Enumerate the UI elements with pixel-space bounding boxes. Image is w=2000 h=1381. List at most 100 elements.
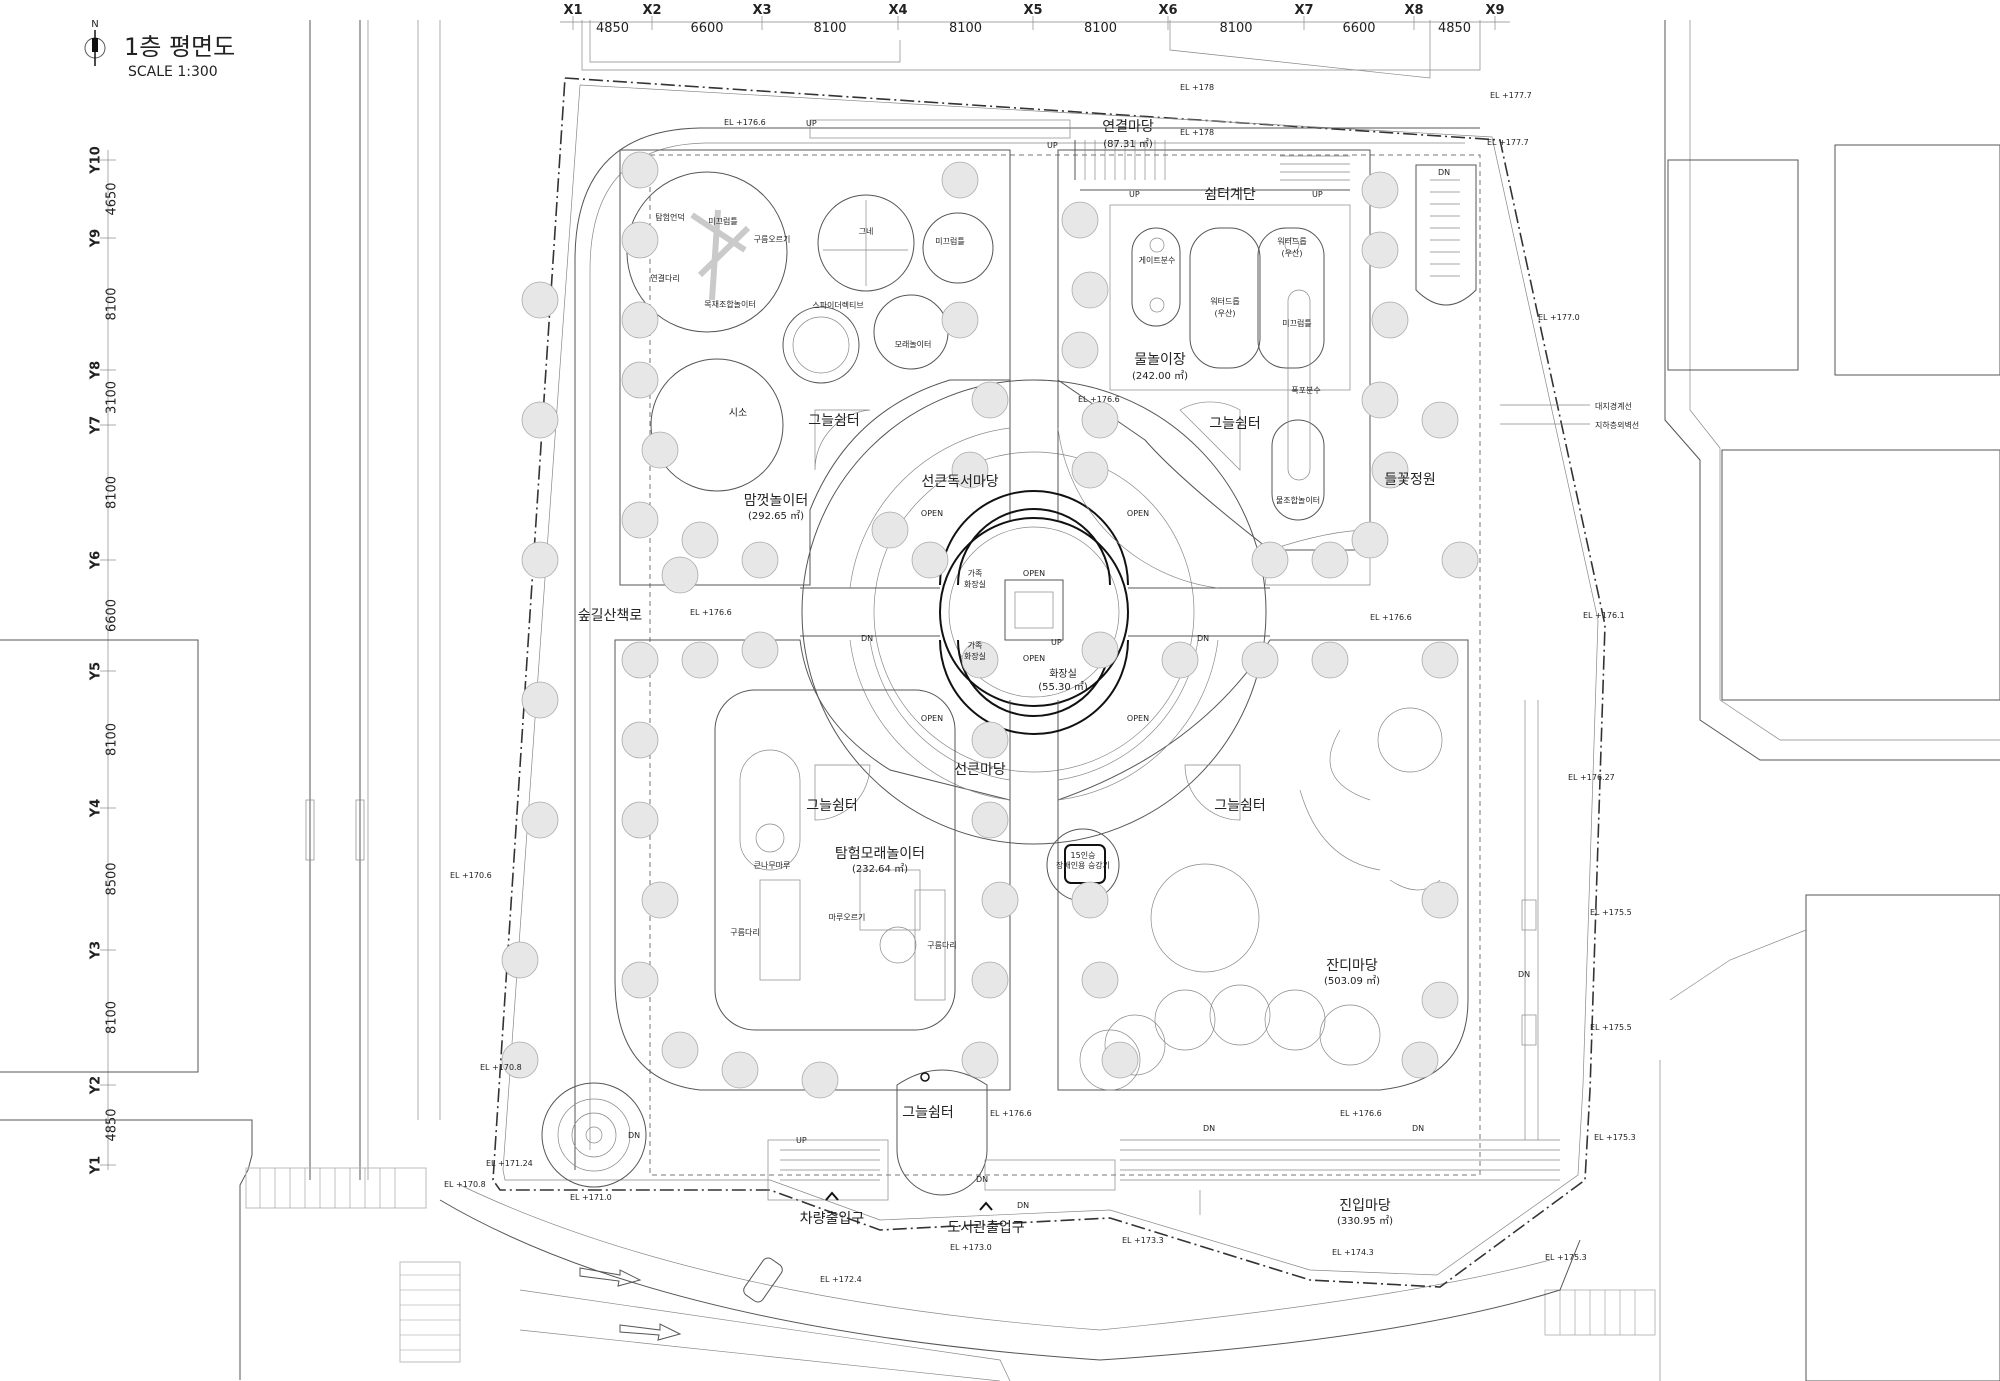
axis-x-label: X9: [1485, 3, 1504, 18]
tree-icon: [521, 281, 559, 319]
label-seesaw: 시소: [729, 407, 747, 419]
axis-y-label: Y10: [89, 146, 104, 175]
axis-x-dimension: 8100: [1219, 21, 1252, 36]
label-open-2: OPEN: [1127, 509, 1149, 518]
label-elevator: 15인승: [1071, 850, 1096, 860]
label-family-wc-1: 가족: [968, 569, 983, 578]
bottom-shelter: [896, 1069, 988, 1196]
elevation-tag: EL +175.3: [1545, 1253, 1587, 1262]
mark-up-3: UP: [1129, 190, 1140, 199]
entry-arrow-icon-2: [979, 1201, 993, 1211]
tree-icon: [681, 521, 719, 559]
label-cloud-bridge-2: 구름다리: [927, 941, 956, 950]
right-stair: [1415, 164, 1477, 306]
tree-icon: [521, 401, 559, 439]
axis-x-label: X3: [752, 3, 771, 18]
park-layout: [541, 119, 1560, 1215]
tree-icon: [1251, 541, 1289, 579]
label-slide-2: 미끄럼틀: [708, 217, 737, 226]
label-family-wc-2: 가족: [968, 641, 983, 650]
label-cloud-bridge-1: 구름다리: [730, 928, 759, 937]
mark-dn-4: DN: [628, 1131, 640, 1140]
elevation-tag: EL +175.5: [1590, 908, 1632, 917]
right-ramp: [1521, 700, 1539, 1140]
elevation-tag: EL +171.0: [570, 1193, 612, 1202]
label-connect-yard: 연결마당: [1102, 119, 1154, 135]
label-waterfall: 폭포분수: [1291, 386, 1320, 395]
label-barefoot-area: (292.65 ㎡): [748, 510, 804, 522]
mark-dn-7: DN: [1203, 1124, 1215, 1133]
label-site-line: 대지경계선: [1595, 401, 1632, 411]
elevation-tag: EL +178: [1180, 128, 1214, 137]
tree-icon: [741, 541, 779, 579]
elevation-tag: EL +176.6: [1370, 613, 1412, 622]
elevation-tag: EL +171.24: [486, 1159, 533, 1168]
water-play-area: [1109, 204, 1351, 521]
mark-dn-8: DN: [1412, 1124, 1424, 1133]
label-water-play-area: (242.00 ㎡): [1132, 370, 1188, 382]
tree-icon: [801, 1061, 839, 1099]
axis-x-label: X5: [1023, 3, 1042, 18]
axis-y-label: Y2: [89, 1076, 104, 1095]
label-lawn-area: (503.09 ㎡): [1324, 975, 1380, 987]
tree-icon: [521, 541, 559, 579]
tree-icon: [1071, 271, 1109, 309]
label-adventure-hill: 탐험언덕: [655, 212, 684, 222]
axis-x-label: X1: [563, 3, 582, 18]
label-wood-combo: 목재조합놀이터: [704, 299, 756, 309]
axis-y-dimension: 8100: [105, 723, 120, 756]
elevation-tag: EL +178: [1180, 83, 1214, 92]
axis-x-dimension: 8100: [1084, 21, 1117, 36]
legend-leaders: [1500, 404, 1590, 425]
elevation-tag: EL +176.6: [990, 1109, 1032, 1118]
tree-icon: [1071, 881, 1109, 919]
elevation-tag: EL +175.3: [1594, 1133, 1636, 1142]
axis-y-label: Y1: [89, 1156, 104, 1175]
label-water-play: 물놀이장: [1134, 352, 1186, 368]
context-buildings: [0, 20, 2000, 1381]
tree-icon: [871, 511, 909, 549]
tree-icon: [1361, 171, 1399, 209]
label-maru-climb: 마루오르기: [829, 913, 866, 922]
axis-x-label: X4: [888, 3, 907, 18]
tree-icon: [1401, 1041, 1439, 1079]
tree-icon: [1311, 641, 1349, 679]
sunken-stairs: [849, 427, 1219, 801]
label-shade-5: 그늘쉼터: [902, 1105, 954, 1121]
axis-y-label: Y5: [89, 662, 104, 681]
drawing-scale: SCALE 1:300: [128, 64, 218, 80]
label-sunken-yard: 선큰마당: [954, 762, 1006, 778]
axis-y-label: Y4: [89, 799, 104, 818]
axis-y-dimension: 4850: [105, 1108, 120, 1141]
label-spider: 스파이더렉티브: [812, 300, 864, 310]
title-block: N 1층 평면도 SCALE 1:300: [84, 19, 235, 80]
tree-icon: [621, 961, 659, 999]
tree-icon: [1421, 981, 1459, 1019]
label-swing: 그네: [859, 227, 874, 236]
mark-dn-6: DN: [1017, 1201, 1029, 1210]
tree-icon: [741, 631, 779, 669]
tree-icon: [971, 801, 1009, 839]
tree-icon: [971, 381, 1009, 419]
axis-y-dimension: 4650: [105, 182, 120, 215]
tree-icon: [501, 1041, 539, 1079]
elevation-tag: EL +176.6: [690, 608, 732, 617]
elevation-tag: EL +172.4: [820, 1275, 862, 1284]
tree-icon: [1061, 201, 1099, 239]
crosswalk-left: [245, 1167, 427, 1209]
axis-x-dimension: 4850: [596, 21, 629, 36]
tree-icon: [1161, 641, 1199, 679]
adventure-sand-area: [714, 689, 956, 1031]
tree-icon: [1351, 521, 1389, 559]
label-sand-play: 모래놀이터: [895, 339, 932, 349]
label-lawn-yard: 잔디마당: [1326, 958, 1378, 974]
axis-x-label: X8: [1404, 3, 1423, 18]
elevation-tag: EL +174.3: [1332, 1248, 1374, 1257]
label-water-slide: 미끄럼틀: [1282, 319, 1311, 328]
tree-icon: [621, 641, 659, 679]
tree-icon: [621, 501, 659, 539]
elevation-tag: EL +176.6: [1078, 395, 1120, 404]
label-water-drop-1b: (우산): [1215, 308, 1236, 318]
